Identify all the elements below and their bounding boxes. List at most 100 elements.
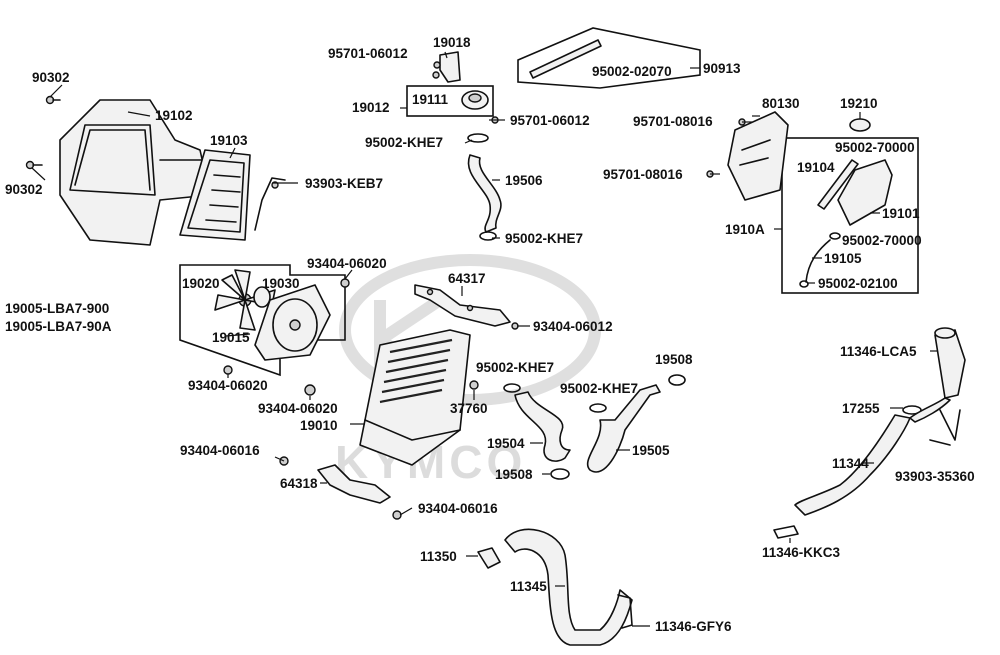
tank-cover-80130	[727, 111, 789, 201]
sensor-37760	[469, 380, 479, 390]
hose-11344	[794, 397, 951, 516]
label-19508-a: 19508	[655, 352, 693, 367]
label-11346-lca5: 11346-LCA5	[840, 344, 917, 359]
label-37760: 37760	[450, 401, 488, 416]
label-93903-35360: 93903-35360	[895, 469, 975, 484]
bracket-64318	[317, 464, 391, 504]
clamp-95002-70000-b	[829, 232, 841, 240]
clamp-95002-khe7-a	[467, 133, 489, 143]
label-19210: 19210	[840, 96, 878, 111]
hose-19104	[817, 159, 859, 210]
label-80130: 80130	[762, 96, 800, 111]
bolt-95701-06012-a	[432, 61, 441, 79]
label-17255: 17255	[842, 401, 880, 416]
label-11346-kkc3: 11346-KKC3	[762, 545, 841, 560]
clamp-11350	[477, 547, 501, 569]
label-93404-06012: 93404-06012	[533, 319, 613, 334]
label-11346-gfy6: 11346-GFY6	[655, 619, 732, 634]
radiator-grille-19103	[179, 149, 251, 241]
clamp-11346-kkc3	[773, 525, 799, 539]
fan-assembly-box	[179, 264, 346, 377]
air-shroud-19102	[59, 99, 211, 246]
clamp-11346-gfy6	[617, 594, 633, 629]
clamp-17255	[902, 405, 922, 415]
label-19015: 19015	[212, 330, 250, 345]
bolt-93404-06020-c	[304, 384, 316, 396]
label-95002-khe7-b: 95002-KHE7	[505, 231, 583, 246]
label-19504: 19504	[487, 436, 525, 451]
label-19506: 19506	[505, 173, 543, 188]
hose-19505	[587, 384, 661, 473]
wire-clip-93903-keb7	[254, 177, 286, 231]
label-95701-08016-a: 95701-08016	[633, 114, 713, 129]
label-90302-a: 90302	[32, 70, 70, 85]
radiator-fins	[379, 338, 453, 404]
label-90302-b: 90302	[5, 182, 43, 197]
cap-19210	[849, 118, 871, 132]
label-19020: 19020	[182, 276, 220, 291]
bolt-93404-06016-b	[392, 510, 402, 520]
label-95002-khe7-c: 95002-KHE7	[476, 360, 554, 375]
label-95701-06012-b: 95701-06012	[510, 113, 590, 128]
label-1910a: 1910A	[725, 222, 765, 237]
label-11350: 11350	[420, 549, 457, 564]
label-19105: 19105	[824, 251, 862, 266]
label-19101: 19101	[882, 206, 920, 221]
hose-end-11346-lca5	[934, 327, 966, 399]
clamp-95002-khe7-c	[503, 383, 521, 393]
label-19505: 19505	[632, 443, 670, 458]
label-19018: 19018	[433, 35, 471, 50]
label-19102: 19102	[155, 108, 193, 123]
label-95002-70000-a: 95002-70000	[835, 140, 915, 155]
hose-19504	[514, 391, 571, 462]
label-19010: 19010	[300, 418, 338, 433]
label-93404-06020-c: 93404-06020	[258, 401, 338, 416]
wire-clip-93903-35360	[929, 409, 961, 446]
label-19104: 19104	[797, 160, 835, 175]
label-93404-06016-b: 93404-06016	[418, 501, 498, 516]
reserve-tank-box	[781, 137, 919, 294]
label-19012: 19012	[352, 100, 390, 115]
label-90913: 90913	[703, 61, 741, 76]
label-95701-06012-a: 95701-06012	[328, 46, 408, 61]
fan-shroud-19015	[254, 284, 331, 361]
bolt-93404-06020-b	[223, 365, 233, 375]
label-93404-06020-a: 93404-06020	[307, 256, 387, 271]
hose-11345	[504, 528, 633, 646]
label-93903-keb7: 93903-KEB7	[305, 176, 383, 191]
label-95002-02100: 95002-02100	[818, 276, 898, 291]
label-11344: 11344	[832, 456, 869, 471]
label-64317: 64317	[448, 271, 486, 286]
hose-19506	[467, 154, 502, 233]
label-11345: 11345	[510, 579, 547, 594]
label-19005-lba7-90a: 19005-LBA7-90A	[5, 319, 112, 334]
label-93404-06016-a: 93404-06016	[180, 443, 260, 458]
bracket-19018	[439, 51, 461, 83]
clamp-95002-khe7-d	[589, 403, 607, 413]
rod-95002-02070	[529, 39, 602, 79]
clamp-95002-02100	[799, 280, 809, 288]
label-19005-lba7-900: 19005-LBA7-900	[5, 301, 109, 316]
label-64318: 64318	[280, 476, 318, 491]
reserve-tank-19101	[837, 159, 893, 226]
leader-lines	[31, 51, 938, 627]
clamp-95002-khe7-b	[479, 231, 497, 241]
fan-motor-19030	[253, 286, 271, 308]
hose-19105	[805, 239, 831, 283]
clamp-19508-a	[668, 374, 686, 386]
bracket-64317	[414, 284, 511, 327]
label-95701-08016-b: 95701-08016	[603, 167, 683, 182]
label-95002-02070: 95002-02070	[592, 64, 672, 79]
screw-90302-b	[25, 160, 43, 170]
part-labels: 90302 90302 19102 19103 93903-KEB7 95701…	[5, 35, 975, 634]
label-93404-06020-b: 93404-06020	[188, 378, 268, 393]
rod-kit-box	[517, 27, 701, 89]
clamp-19508-b	[550, 468, 570, 480]
thermostat-19111	[461, 90, 489, 110]
label-19030: 19030	[262, 276, 300, 291]
label-95002-khe7-a: 95002-KHE7	[365, 135, 443, 150]
radiator-19010	[359, 329, 471, 466]
screw-90302-a	[45, 95, 61, 105]
label-95002-khe7-d: 95002-KHE7	[560, 381, 638, 396]
